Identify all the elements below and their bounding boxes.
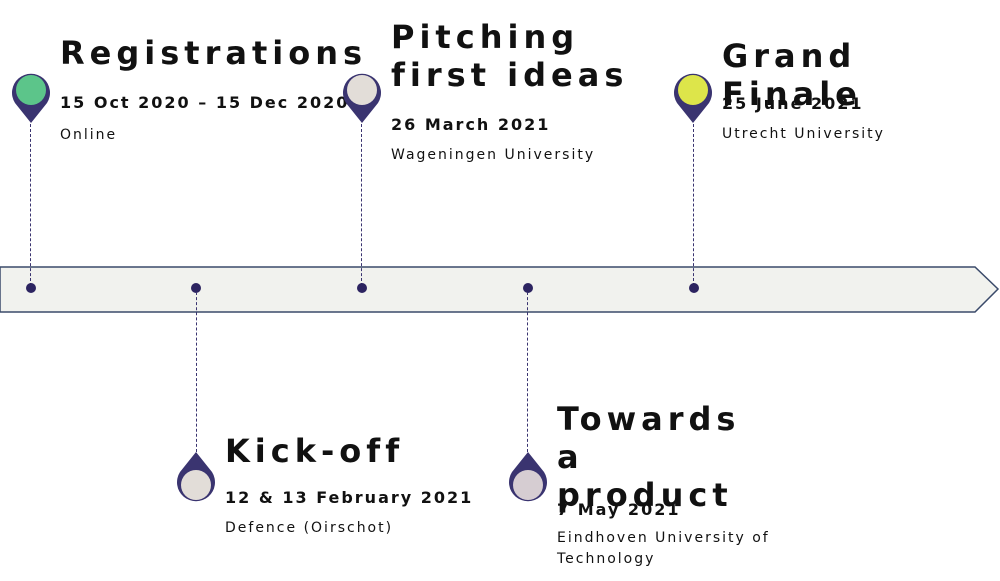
connector-line — [30, 124, 31, 286]
pin-fill — [513, 470, 543, 500]
connector-line — [693, 124, 694, 286]
location-pin-icon — [509, 452, 547, 502]
event-title: Kick-off — [225, 432, 405, 470]
timeline-dot — [523, 283, 533, 293]
event-place: Eindhoven University of Technology — [557, 530, 770, 567]
timeline-dot — [357, 283, 367, 293]
pin-fill — [678, 75, 708, 105]
event-place: Online — [60, 127, 118, 143]
event-date: 15 Oct 2020 – 15 Dec 2020 — [60, 93, 350, 112]
timeline-arrow-bar — [0, 266, 1000, 313]
event-place: Utrecht University — [722, 126, 885, 142]
location-pin-icon — [343, 73, 381, 123]
connector-line — [527, 292, 528, 452]
timeline-dot — [26, 283, 36, 293]
timeline-dot — [689, 283, 699, 293]
location-pin-icon — [177, 452, 215, 502]
event-title: Grand Finale — [722, 37, 862, 113]
event-title: Towards a product — [557, 400, 741, 514]
event-title: Registrations — [60, 34, 368, 72]
event-date: 26 March 2021 — [391, 115, 551, 134]
event-date: 12 & 13 February 2021 — [225, 488, 474, 507]
connector-line — [196, 292, 197, 452]
event-place: Defence (Oirschot) — [225, 520, 394, 536]
event-date: 25 June 2021 — [722, 94, 864, 113]
pin-fill — [347, 75, 377, 105]
event-date: 7 May 2021 — [557, 500, 681, 519]
event-title: Pitching first ideas — [391, 18, 629, 94]
event-place: Wageningen University — [391, 147, 596, 163]
pin-fill — [16, 75, 46, 105]
timeline-dot — [191, 283, 201, 293]
pin-fill — [181, 470, 211, 500]
location-pin-icon — [12, 73, 51, 123]
connector-line — [361, 124, 362, 286]
location-pin-icon — [674, 73, 712, 123]
